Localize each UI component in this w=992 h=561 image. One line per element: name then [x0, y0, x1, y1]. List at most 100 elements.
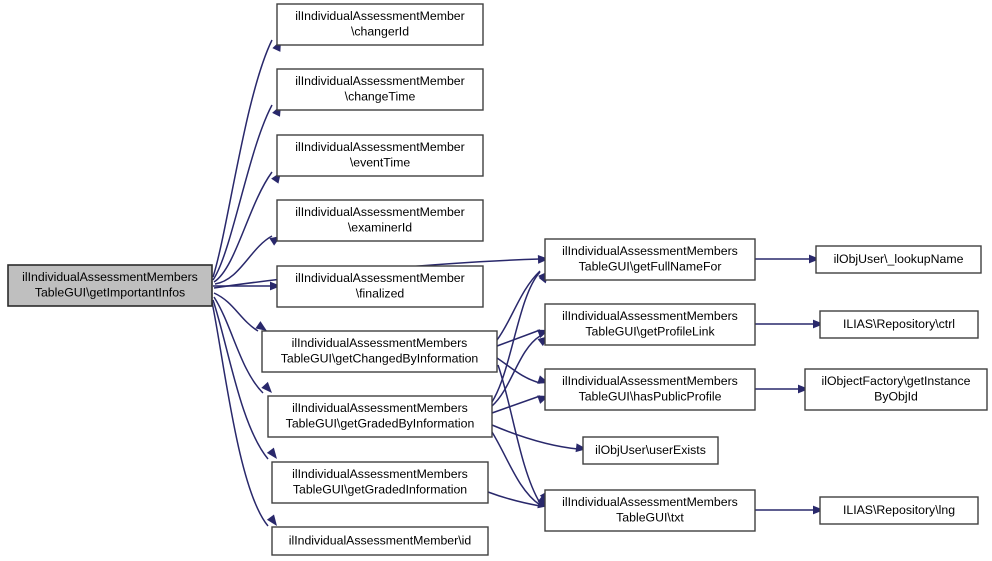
- node-box[interactable]: [544, 368, 756, 411]
- node-box[interactable]: [276, 199, 484, 242]
- node-box[interactable]: [267, 395, 493, 438]
- node-box[interactable]: [804, 368, 988, 411]
- node-box[interactable]: [7, 264, 213, 307]
- node-box[interactable]: [271, 461, 489, 504]
- edge-line: [213, 292, 259, 332]
- node-label-line: TableGUI\getGradedByInformation: [286, 417, 475, 431]
- node-label-line: \changeTime: [345, 90, 416, 104]
- node-box[interactable]: [815, 245, 982, 274]
- node-label-line: ilIndividualAssessmentMember: [295, 9, 465, 23]
- graph-node-root[interactable]: ilIndividualAssessmentMembersTableGUI\ge…: [7, 264, 213, 307]
- edge-root-to-getChangedByInformation: [213, 292, 267, 332]
- graph-node-eventTime[interactable]: ilIndividualAssessmentMember\eventTime: [276, 134, 484, 177]
- edge-line: [491, 335, 541, 407]
- edge-line: [213, 296, 264, 394]
- edge-root-to-changeTime: [212, 104, 281, 281]
- edge-line: [491, 424, 579, 450]
- node-label-line: TableGUI\txt: [616, 511, 684, 525]
- graph-node-memberId[interactable]: ilIndividualAssessmentMember\id: [271, 526, 489, 556]
- nodes-layer: ilIndividualAssessmentMembersTableGUI\ge…: [7, 3, 988, 556]
- node-label-line: ilIndividualAssessmentMembers: [292, 336, 468, 350]
- graph-node-finalized[interactable]: ilIndividualAssessmentMember \finalized: [276, 265, 484, 308]
- node-label-line: ilIndividualAssessmentMember\id: [289, 533, 472, 547]
- graph-node-examinerId[interactable]: ilIndividualAssessmentMember \examinerId: [276, 199, 484, 242]
- node-label-line: ilObjUser\userExists: [595, 443, 706, 457]
- graph-node-userExists[interactable]: ilObjUser\userExists: [582, 436, 719, 465]
- node-label-line: \finalized: [356, 287, 405, 301]
- edge-line: [211, 301, 269, 527]
- edge-line: [496, 270, 541, 341]
- edge-txt-to-lng: [755, 505, 824, 515]
- node-label-line: ilIndividualAssessmentMembers: [292, 467, 468, 481]
- edge-hasPublicProfile-to-getInstanceByObjId: [755, 384, 809, 394]
- node-box[interactable]: [582, 436, 719, 465]
- arrow-head-icon: [261, 381, 272, 393]
- node-label-line: TableGUI\getProfileLink: [585, 325, 715, 339]
- node-box[interactable]: [276, 265, 484, 308]
- node-label-line: ilIndividualAssessmentMember: [295, 74, 465, 88]
- node-label-line: ilIndividualAssessmentMembers: [562, 244, 738, 258]
- edge-line: [212, 104, 273, 281]
- edge-line: [213, 171, 273, 283]
- edge-line: [491, 395, 541, 414]
- node-label-line: TableGUI\getGradedInformation: [293, 483, 467, 497]
- edge-line: [491, 271, 541, 403]
- graph-node-changerId[interactable]: ilIndividualAssessmentMember\changerId: [276, 3, 484, 46]
- edge-line: [496, 329, 541, 347]
- edge-getFullNameFor-to-lookupName: [755, 254, 820, 264]
- edge-getGradedByInformation-to-getProfileLink: [491, 335, 549, 407]
- graph-node-getGradedByInformation[interactable]: ilIndividualAssessmentMembersTableGUI\ge…: [267, 395, 493, 438]
- graph-node-getGradedInformation[interactable]: ilIndividualAssessmentMembersTableGUI\ge…: [271, 461, 489, 504]
- arrow-head-icon: [809, 254, 820, 264]
- graph-node-hasPublicProfile[interactable]: ilIndividualAssessmentMembersTableGUI\ha…: [544, 368, 756, 411]
- node-label-line: \examinerId: [348, 221, 412, 235]
- edge-root-to-getGradedByInformation: [213, 296, 272, 394]
- node-box[interactable]: [276, 3, 484, 46]
- graph-node-getChangedByInformation[interactable]: ilIndividualAssessmentMembersTableGUI\ge…: [261, 330, 498, 373]
- node-label-line: TableGUI\getChangedByInformation: [281, 352, 479, 366]
- node-label-line: TableGUI\getImportantInfos: [35, 286, 185, 300]
- graph-node-getFullNameFor[interactable]: ilIndividualAssessmentMembersTableGUI\ge…: [544, 238, 756, 281]
- node-box[interactable]: [544, 238, 756, 281]
- arrow-head-icon: [266, 514, 277, 526]
- edge-root-to-getGradedInformation: [212, 299, 277, 460]
- node-box[interactable]: [819, 310, 979, 339]
- graph-node-lookupName[interactable]: ilObjUser\_lookupName: [815, 245, 982, 274]
- node-box[interactable]: [261, 330, 498, 373]
- graph-node-lng[interactable]: ILIAS\Repository\lng: [819, 496, 979, 525]
- node-box[interactable]: [544, 303, 756, 346]
- node-label-line: ilIndividualAssessmentMembers: [22, 270, 198, 284]
- arrow-head-icon: [537, 254, 549, 264]
- edge-getProfileLink-to-ctrl: [755, 319, 824, 329]
- edge-getGradedByInformation-to-userExists: [491, 424, 587, 453]
- graph-node-ctrl[interactable]: ILIAS\Repository\ctrl: [819, 310, 979, 339]
- edge-root-to-examinerId: [214, 235, 281, 285]
- graph-node-txt[interactable]: ilIndividualAssessmentMembersTableGUI\tx…: [544, 489, 756, 532]
- arrow-head-icon: [270, 281, 281, 291]
- node-label-line: ilIndividualAssessmentMember: [295, 140, 465, 154]
- node-label-line: ILIAS\Repository\ctrl: [843, 317, 955, 331]
- arrow-head-icon: [813, 319, 824, 329]
- node-label-line: TableGUI\hasPublicProfile: [579, 390, 722, 404]
- node-box[interactable]: [544, 489, 756, 532]
- node-box[interactable]: [276, 68, 484, 111]
- node-label-line: ilIndividualAssessmentMember: [295, 271, 465, 285]
- node-label-line: TableGUI\getFullNameFor: [579, 260, 722, 274]
- node-label-line: ILIAS\Repository\lng: [843, 503, 955, 517]
- arrow-head-icon: [255, 321, 267, 331]
- node-box[interactable]: [276, 134, 484, 177]
- node-label-line: ilIndividualAssessmentMembers: [562, 495, 738, 509]
- arrow-head-icon: [798, 384, 809, 394]
- node-box[interactable]: [271, 526, 489, 556]
- graph-node-getProfileLink[interactable]: ilIndividualAssessmentMembersTableGUI\ge…: [544, 303, 756, 346]
- graph-node-changeTime[interactable]: ilIndividualAssessmentMember \changeTime: [276, 68, 484, 111]
- arrow-head-icon: [813, 505, 824, 515]
- node-box[interactable]: [819, 496, 979, 525]
- node-label-line: ilIndividualAssessmentMembers: [292, 401, 468, 415]
- node-label-line: ilIndividualAssessmentMembers: [562, 309, 738, 323]
- edge-line: [212, 299, 269, 460]
- node-label-line: ilIndividualAssessmentMember: [295, 205, 465, 219]
